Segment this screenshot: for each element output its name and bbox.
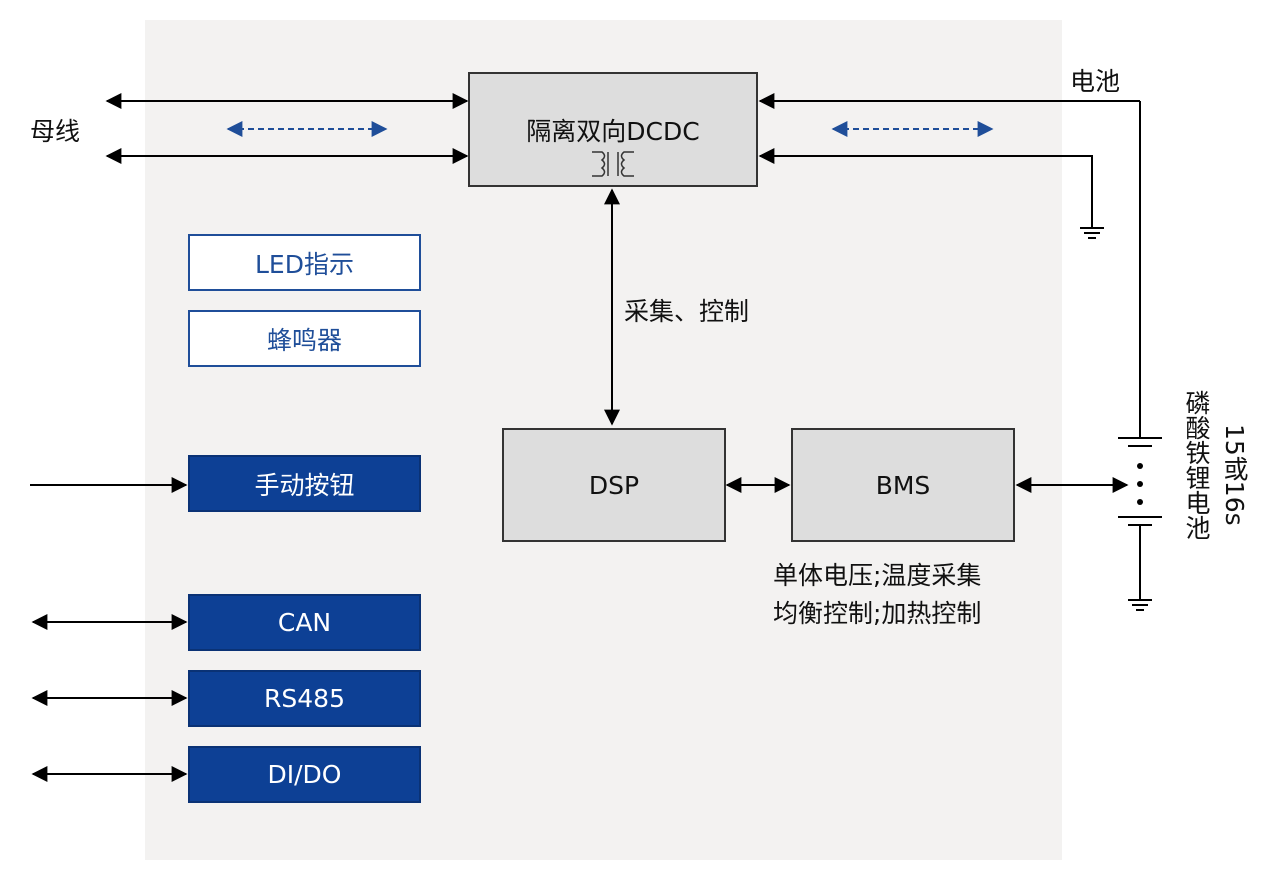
ground-icon — [1128, 599, 1152, 611]
bus-label: 母线 — [30, 117, 81, 146]
battery-pack-label-line-2: 磷酸铁锂电池 — [1182, 390, 1211, 540]
can-box: CAN — [188, 594, 421, 651]
battery-cells-icon — [1118, 437, 1162, 600]
rs485-box: RS485 — [188, 670, 421, 727]
dido-box: DI/DO — [188, 746, 421, 803]
bms-box: BMS — [791, 428, 1015, 542]
bms-function-line-1: 单体电压;温度采集 — [773, 561, 982, 590]
manual-button-box: 手动按钮 — [188, 455, 421, 512]
dsp-box: DSP — [502, 428, 726, 542]
transformer-icon — [592, 151, 634, 177]
battery-label: 电池 — [1070, 67, 1121, 96]
battery-pack-label-line-1: 15或16s — [1220, 424, 1249, 526]
acquire-control-label: 采集、控制 — [624, 297, 750, 326]
battery-line-bottom — [758, 148, 1093, 228]
dcdc-label: 隔离双向DCDC — [526, 117, 700, 146]
led-indicator-box: LED指示 — [188, 234, 421, 291]
dcdc-box: 隔离双向DCDC — [468, 72, 758, 187]
bms-function-line-2: 均衡控制;加热控制 — [773, 599, 982, 628]
buzzer-box: 蜂鸣器 — [188, 310, 421, 367]
ground-icon — [1080, 227, 1104, 239]
battery-cells-ellipsis — [1137, 463, 1143, 505]
